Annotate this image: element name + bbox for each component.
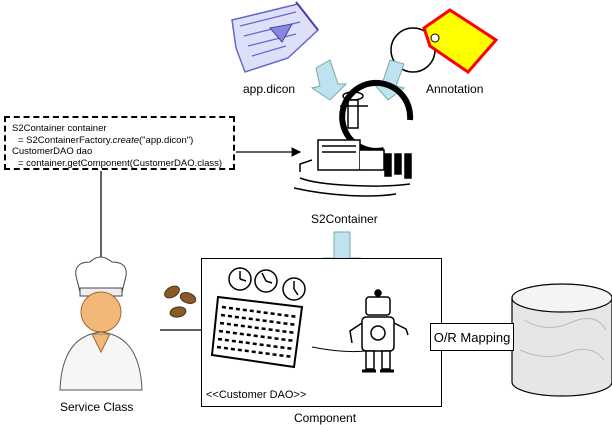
chef-icon (59, 256, 143, 391)
annotation-label: Annotation (426, 82, 484, 96)
or-mapping-box: O/R Mapping (430, 323, 514, 351)
code-line-1: S2Container container (12, 123, 107, 134)
customer-dao-label: <<Customer DAO>> (206, 389, 307, 401)
coffee-beans-icon (164, 285, 197, 318)
code-line-3: CustomerDAO dao (12, 146, 93, 157)
service-class-label: Service Class (60, 400, 134, 414)
s2container-label: S2Container (311, 212, 378, 226)
tag-icon (390, 8, 499, 74)
code-line-2-suffix: ("app.dicon") (139, 134, 194, 146)
code-line-2: = S2ContainerFactory.create("app.dicon") (12, 135, 227, 147)
code-line-2-prefix: = S2ContainerFactory. (18, 134, 113, 146)
database-icon (511, 283, 612, 397)
code-line-2-method: create (112, 134, 140, 146)
arrow-dicon-to-container (310, 59, 348, 101)
code-line-4: = container.getComponent(CustomerDAO.cla… (18, 157, 223, 169)
component-artwork (210, 267, 409, 373)
robot-icon (349, 289, 409, 373)
scroll-icon (231, 1, 320, 73)
steam-engine-icon (293, 79, 414, 197)
schedule-board (210, 295, 304, 369)
clocks-icon (228, 267, 306, 301)
app-dicon-label: app.dicon (243, 82, 296, 96)
component-label: Component (294, 411, 357, 425)
code-box: S2Container container = S2ContainerFacto… (4, 116, 235, 170)
component-box (201, 258, 442, 407)
